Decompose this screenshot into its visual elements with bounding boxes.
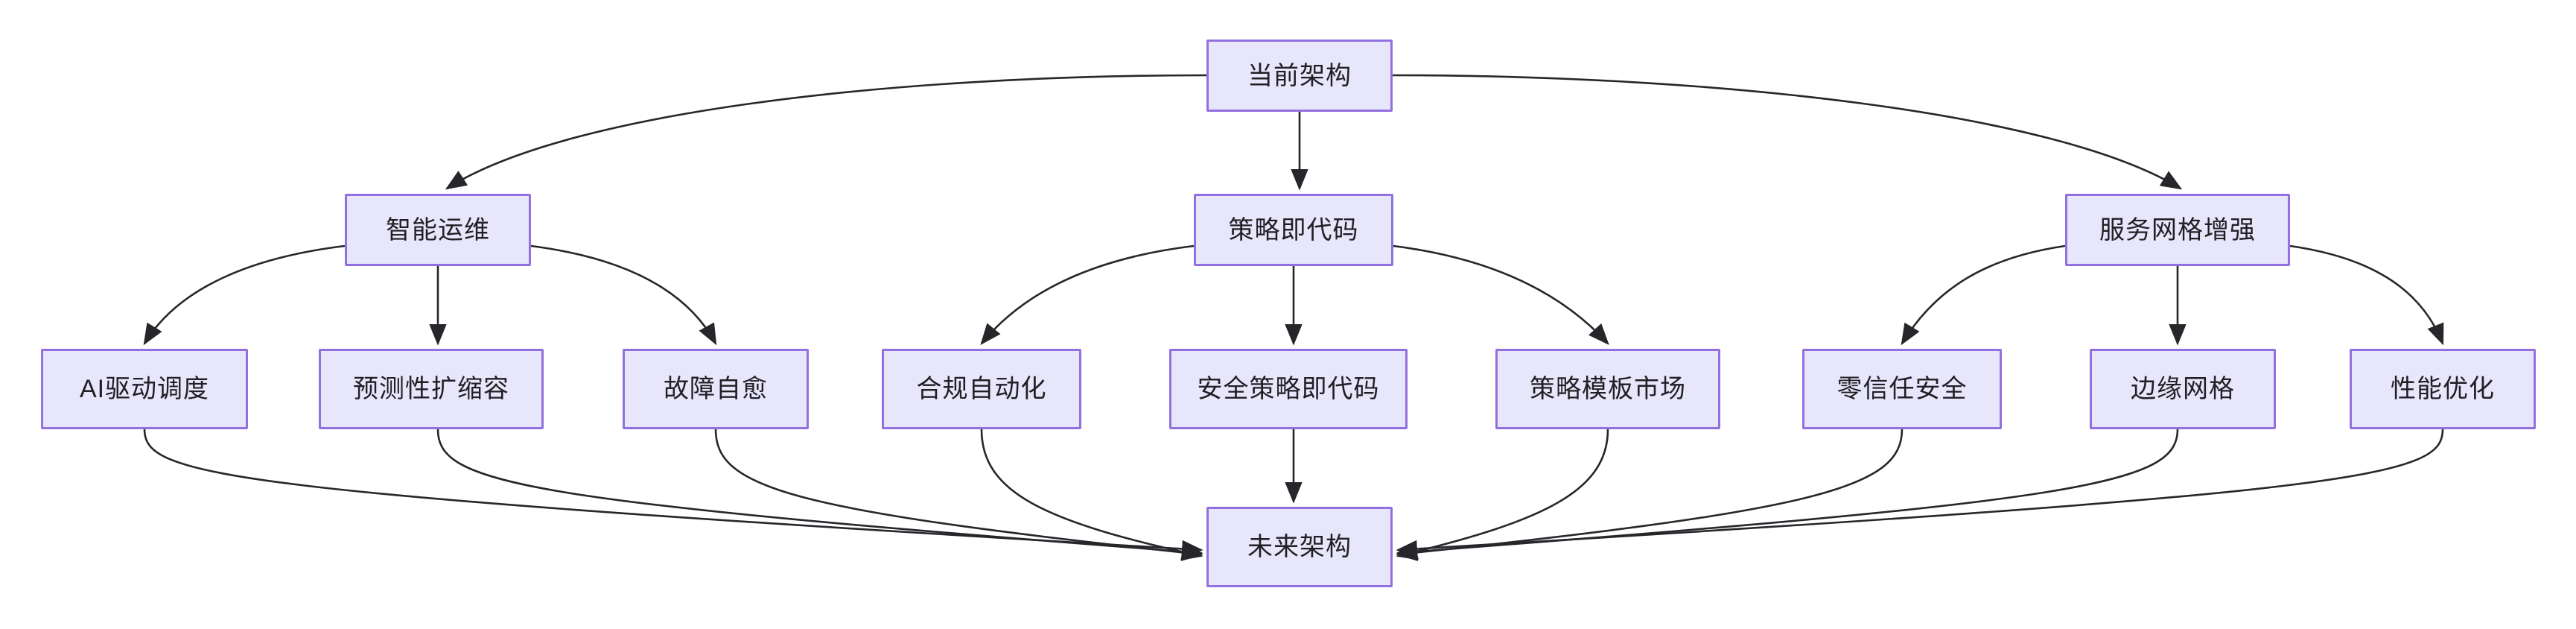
node-label-mesh: 服务网格增强 (2099, 215, 2256, 244)
node-current[interactable]: 当前架构 (1206, 39, 1393, 112)
edge-edge-mesh-to-future (1396, 429, 2179, 560)
node-predictive[interactable]: 预测性扩缩容 (319, 349, 544, 429)
node-template[interactable]: 策略模板市场 (1495, 349, 1720, 429)
node-label-sec-policy: 安全策略即代码 (1197, 375, 1380, 403)
node-label-perf: 性能优化 (2391, 375, 2495, 403)
edge-template-to-future (1396, 429, 1609, 560)
node-label-self-heal: 故障自愈 (664, 375, 768, 403)
node-mesh[interactable]: 服务网格增强 (2065, 194, 2290, 266)
node-perf[interactable]: 性能优化 (2350, 349, 2536, 429)
node-label-zerotrust: 零信任安全 (1836, 375, 1968, 403)
node-policy[interactable]: 策略即代码 (1194, 194, 1393, 266)
node-label-compliance: 合规自动化 (916, 375, 1047, 403)
node-label-ai-sched: AI驱动调度 (79, 375, 210, 403)
node-label-policy: 策略即代码 (1228, 215, 1359, 244)
node-label-edge-mesh: 边缘网格 (2131, 375, 2235, 403)
node-label-aiops: 智能运维 (386, 215, 490, 244)
node-future[interactable]: 未来架构 (1206, 507, 1393, 587)
edge-policy-to-template (1393, 244, 1609, 345)
edge-group (143, 74, 2444, 561)
edge-predictive-to-future (436, 429, 1203, 560)
node-zerotrust[interactable]: 零信任安全 (1802, 349, 2002, 429)
node-self-heal[interactable]: 故障自愈 (623, 349, 809, 429)
node-aiops[interactable]: 智能运维 (345, 194, 531, 266)
edge-ai-sched-to-future (143, 429, 1203, 558)
node-edge-mesh[interactable]: 边缘网格 (2090, 349, 2276, 429)
edge-current-to-mesh (1392, 74, 2183, 190)
node-sec-policy[interactable]: 安全策略即代码 (1169, 349, 1408, 429)
edge-zerotrust-to-future (1396, 429, 1904, 561)
node-label-future: 未来架构 (1247, 533, 1352, 561)
edge-perf-to-future (1396, 429, 2444, 558)
edge-aiops-to-self-heal (530, 244, 717, 346)
edge-mesh-to-perf (2289, 244, 2444, 346)
node-label-predictive: 预测性扩缩容 (353, 375, 509, 403)
edge-self-heal-to-future (714, 429, 1203, 561)
node-ai-sched[interactable]: AI驱动调度 (41, 349, 248, 429)
edge-aiops-to-ai-sched (143, 244, 346, 346)
edge-compliance-to-future (980, 429, 1203, 560)
node-label-current: 当前架构 (1247, 61, 1352, 90)
node-label-template: 策略模板市场 (1530, 375, 1686, 403)
node-compliance[interactable]: 合规自动化 (882, 349, 1081, 429)
edge-policy-to-compliance (980, 244, 1195, 346)
edge-mesh-to-zerotrust (1901, 244, 2066, 346)
edge-current-to-aiops (445, 74, 1207, 190)
